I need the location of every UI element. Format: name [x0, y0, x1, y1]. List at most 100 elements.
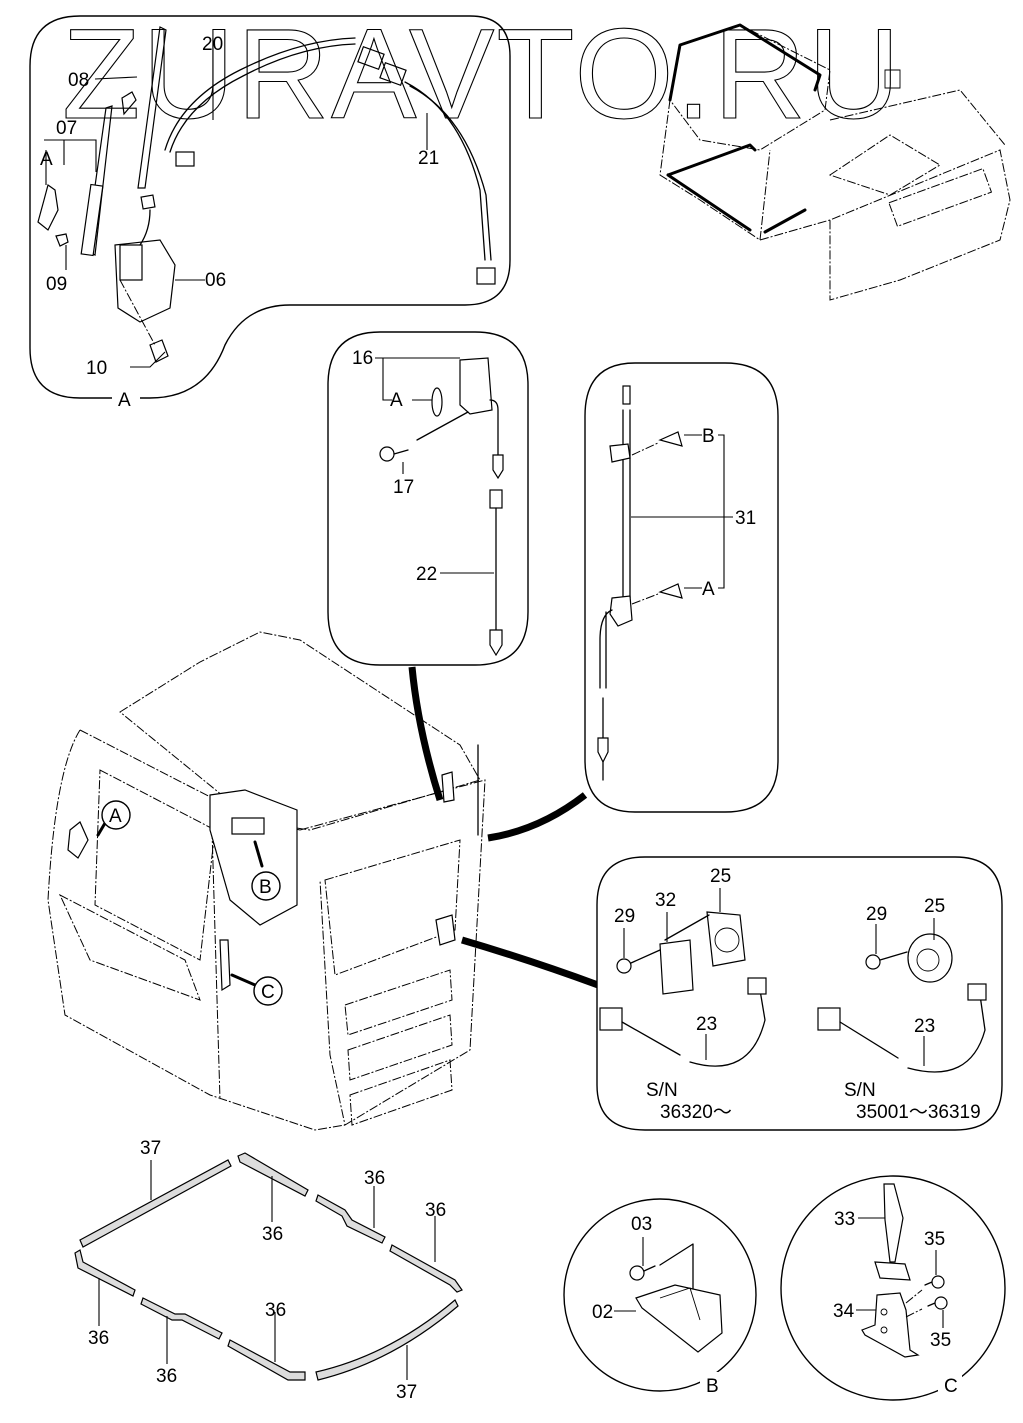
cable-23-right-a	[839, 1021, 899, 1059]
lever-33-base	[874, 1261, 911, 1281]
speaker-left-assembly	[630, 914, 710, 964]
cab-callout-c[interactable]	[253, 976, 283, 1006]
leader-16	[375, 357, 460, 401]
speaker-25-left	[706, 911, 746, 967]
sn-label-right: S/N	[844, 1080, 876, 1101]
harness-connector-left	[175, 151, 195, 167]
label-36-e: 36	[156, 1366, 177, 1387]
connector-antenna-to-cab	[487, 792, 588, 842]
label-a-antenna: A	[702, 579, 715, 600]
connector-23-left-b	[747, 977, 767, 995]
antenna-cable	[599, 609, 613, 689]
detail-b-title: B	[706, 1376, 719, 1397]
light-bulb	[431, 387, 443, 417]
wiper-clip	[121, 91, 137, 116]
screw-b	[658, 431, 683, 447]
label-17: 17	[393, 477, 414, 498]
screw-29-left	[616, 958, 632, 974]
cab-left-window	[94, 769, 216, 961]
label-25-right: 25	[924, 896, 945, 917]
antenna-mast	[622, 409, 631, 599]
cab-callout-b[interactable]	[251, 871, 281, 901]
label-23-left: 23	[696, 1014, 717, 1035]
cab-left-side	[47, 729, 346, 1131]
screw-17	[379, 446, 395, 462]
overview-machine	[659, 23, 1011, 301]
label-36-a: 36	[262, 1224, 283, 1245]
label-35-top: 35	[924, 1229, 945, 1250]
label-37-top: 37	[140, 1138, 161, 1159]
overview-hatch	[828, 134, 941, 196]
antenna-panel-outline	[584, 362, 779, 813]
watermark: ZURAVTO.RU	[62, 3, 902, 146]
seal-36-d	[74, 1249, 136, 1297]
bracket-34	[861, 1292, 920, 1358]
cab-callout-c-text: C	[261, 982, 275, 1003]
label-06: 06	[205, 270, 226, 291]
harness-20-outline	[169, 43, 356, 153]
cord-22-end	[489, 489, 503, 509]
seal-36-b	[315, 1194, 386, 1244]
speaker-cone-left	[714, 927, 740, 953]
bolt-35-shanks	[924, 1281, 936, 1307]
label-34: 34	[833, 1301, 855, 1322]
detail-c: 33 35 34 35 C	[780, 1175, 1006, 1401]
plate-32	[659, 939, 694, 995]
cab-main: A B C	[47, 631, 486, 1131]
speaker-panel-outline	[596, 856, 1003, 1131]
bolt-35-bottom	[934, 1296, 948, 1310]
cord-22-plug	[489, 629, 503, 657]
title-b-gap	[700, 1372, 724, 1394]
harness-21	[404, 81, 486, 261]
antenna-panel: B 31 A	[584, 362, 779, 813]
label-a-light: A	[390, 390, 403, 411]
label-20: 20	[202, 34, 223, 55]
label-23-right: 23	[914, 1016, 935, 1037]
screw-29-right	[865, 954, 881, 970]
antenna-tip	[622, 385, 631, 405]
screw-03	[629, 1265, 645, 1281]
harness-20	[164, 37, 356, 151]
overview-cap	[884, 69, 901, 89]
harness-connector-right	[476, 267, 496, 285]
label-31: 31	[735, 508, 756, 529]
label-36-d: 36	[88, 1328, 109, 1349]
detail-c-title: C	[944, 1376, 958, 1397]
motor-body	[119, 244, 143, 281]
light-plug	[492, 454, 504, 480]
sn-label-left: S/N	[646, 1080, 678, 1101]
seal-37-top	[79, 1159, 232, 1248]
cab-light-marker	[441, 771, 455, 803]
label-09: 09	[46, 274, 67, 295]
seal-36-f	[227, 1339, 306, 1381]
cab-wiper-motor-marker	[67, 821, 89, 859]
leader-07	[44, 139, 97, 172]
bracket-hole-2	[880, 1326, 888, 1334]
label-02: 02	[592, 1302, 613, 1323]
cable-23-left-a	[621, 1021, 681, 1056]
speaker-cone-right	[916, 948, 940, 972]
cab-callout-a-text: A	[109, 806, 122, 827]
label-10: 10	[86, 358, 107, 379]
label-08: 08	[68, 70, 89, 91]
cab-callout-b-text: B	[259, 877, 272, 898]
overview-seal-bottom	[666, 143, 807, 234]
connector-23-right-b	[967, 983, 987, 1001]
label-22: 22	[416, 564, 437, 585]
screw-03-shank	[643, 1265, 656, 1272]
cab-speaker-marker	[435, 914, 456, 946]
cab-callout-a[interactable]	[101, 800, 131, 830]
cab-front-window	[324, 839, 461, 976]
antenna-plug	[597, 737, 609, 764]
motor-wire	[139, 209, 151, 246]
harness-21-outline	[409, 85, 492, 261]
label-37-bottom: 37	[396, 1382, 417, 1403]
room-light-panel: 16 A 17 22	[327, 331, 529, 666]
bolt-10	[149, 339, 169, 363]
speaker-right-assembly	[879, 951, 908, 961]
speaker-25-right	[907, 933, 953, 983]
assembly-line	[119, 279, 156, 346]
antenna-clip-upper	[609, 443, 631, 463]
label-29-left: 29	[614, 906, 635, 927]
